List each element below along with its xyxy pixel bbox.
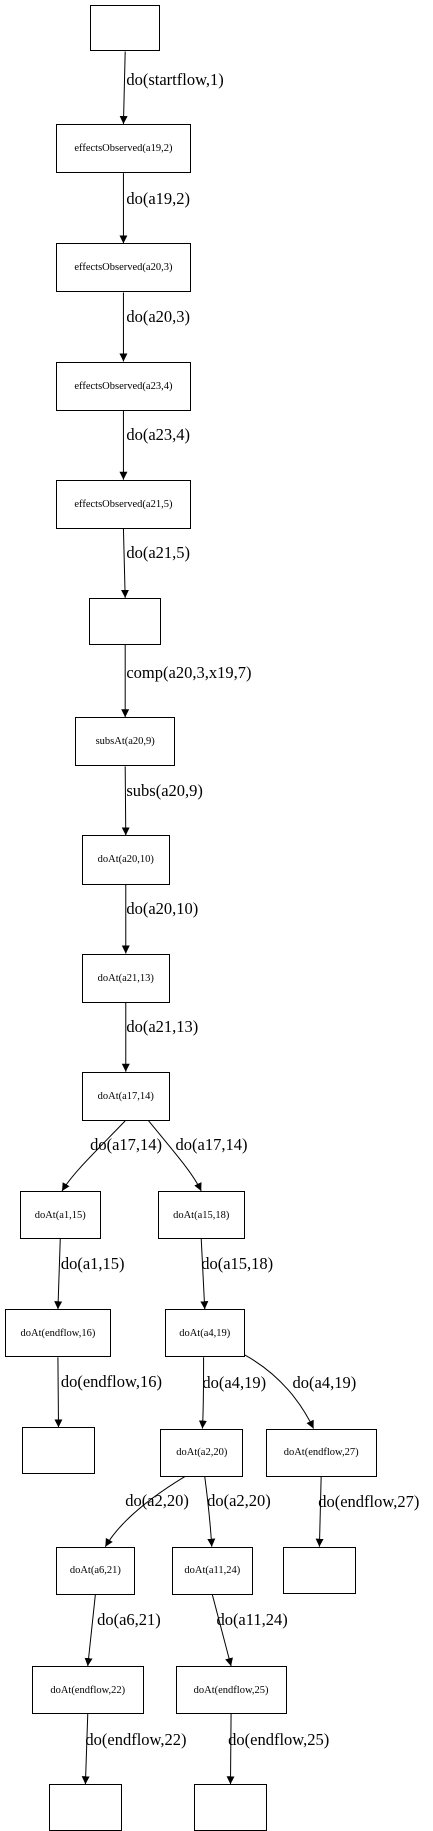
edge-arrow [204,1476,216,1547]
edge-arrow [120,528,129,598]
state-node: subsAt(a20,9) [74,717,176,767]
node-label: doAt(endflow,22) [50,1684,126,1696]
node-label: doAt(endflow,27) [283,1447,359,1459]
node-label: doAt(a17,14) [97,1090,154,1102]
state-node: effectsObserved(a20,3) [56,243,191,293]
state-node: doAt(a4,19) [164,1309,245,1358]
state-node: doAt(a1,15) [19,1191,101,1240]
state-node: doAt(endflow,25) [175,1666,287,1715]
edge-label: do(endflow,25) [228,1729,330,1749]
edge-label: do(a4,19) [202,1372,267,1392]
node-label: doAt(a4,19) [179,1327,231,1339]
edge-arrow [315,1476,324,1547]
edge-label: do(a20,3) [126,307,191,327]
edge-label: do(a21,13) [126,1017,199,1037]
state-node: doAt(endflow,22) [31,1666,144,1715]
node-label: subsAt(a20,9) [95,736,155,748]
edge-label: do(a6,21) [97,1610,161,1630]
edge-arrow [200,1239,209,1310]
state-node: doAt(a15,18) [157,1191,245,1240]
edge-label: do(a2,20) [125,1491,189,1511]
node-label: doAt(a6,21) [69,1565,121,1577]
node-label: effectsObserved(a23,4) [74,380,173,392]
edge-arrow [54,1239,63,1310]
state-node: doAt(a20,10) [81,835,170,885]
edge-label: do(a1,15) [60,1253,125,1273]
state-node: doAt(endflow,16) [4,1309,112,1358]
state-node: effectsObserved(a19,2) [56,124,191,174]
edge-arrow [84,1594,96,1667]
edge-arrow [54,1357,63,1428]
edge-label: do(a21,5) [126,543,191,563]
node-label: doAt(a15,18) [173,1209,230,1221]
edge-arrow [119,51,128,125]
node-label: doAt(a21,13) [97,972,154,984]
edge-label: do(a23,4) [126,425,191,445]
edge-label: do(a2,20) [207,1491,271,1511]
edge-label: do(a17,14) [175,1135,248,1155]
empty-state-node [49,1784,122,1831]
node-label: doAt(a2,20) [176,1447,228,1459]
edge-label: do(a11,24) [216,1610,288,1630]
empty-state-node [22,1427,95,1475]
edge-arrow [198,1357,207,1429]
node-label: effectsObserved(a20,3) [74,262,173,274]
edge-label: subs(a20,9) [126,780,203,800]
edge-arrow [226,1714,235,1785]
edge-arrow [244,1354,315,1429]
edge-arrow [81,1714,90,1785]
empty-state-node [90,4,161,52]
node-label: doAt(endflow,16) [20,1327,96,1339]
state-node: effectsObserved(a21,5) [56,479,191,529]
edge-arrow [104,1476,186,1547]
edge-label: do(startflow,1) [126,69,224,89]
node-label: doAt(a1,15) [34,1209,86,1221]
edge-label: do(a15,18) [201,1253,274,1273]
node-label: effectsObserved(a19,2) [74,143,173,155]
state-node: doAt(a17,14) [81,1071,170,1121]
empty-state-node [194,1784,267,1831]
empty-state-node [283,1546,356,1594]
state-node: doAt(a11,24) [171,1546,253,1595]
edge-label: do(a20,10) [126,899,199,919]
edge-label: do(a19,2) [126,188,191,208]
empty-state-node [88,597,162,645]
edge-arrow [148,1120,202,1192]
edge-arrow [121,766,130,836]
state-node: doAt(a6,21) [56,1546,135,1595]
edge-label: do(endflow,27) [318,1492,420,1512]
edge-arrow [211,1594,233,1667]
edge-label: do(endflow,16) [60,1371,162,1391]
state-node: doAt(a21,13) [81,953,170,1003]
node-label: effectsObserved(a21,5) [74,498,173,510]
node-label: doAt(endflow,25) [193,1684,269,1696]
edge-label: do(a17,14) [90,1135,163,1155]
node-label: doAt(a20,10) [97,854,154,866]
state-node: doAt(a2,20) [160,1428,244,1477]
edge-label: do(endflow,22) [85,1729,187,1749]
edge-label: do(a4,19) [292,1372,357,1392]
edge-arrow [61,1120,126,1192]
state-node: effectsObserved(a23,4) [56,361,191,411]
state-node: doAt(endflow,27) [265,1428,377,1477]
node-label: doAt(a11,24) [184,1565,241,1577]
edge-label: comp(a20,3,x19,7) [126,662,252,682]
